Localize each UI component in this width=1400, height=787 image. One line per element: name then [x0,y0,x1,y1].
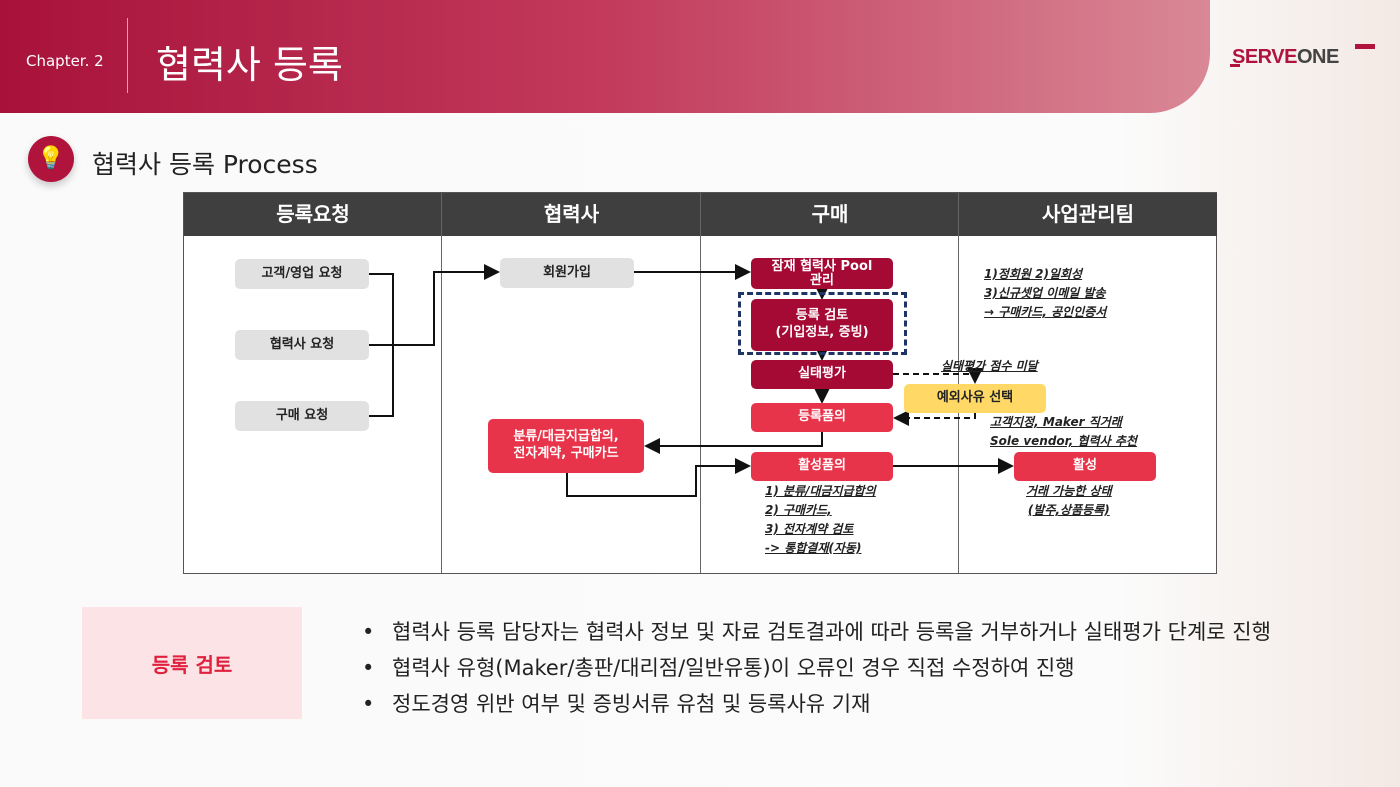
chapter-label: Chapter. 2 [26,52,104,70]
column-divider [700,193,701,573]
review-box: 등록 검토 (기입정보, 증빙) [751,299,893,351]
score-note: 실태평가 점수 미달 [941,359,1038,373]
page-title: 협력사 등록 [156,43,343,87]
review-highlight [738,292,907,355]
active-state-note: 거래 가능한 상태(발주,상품등록) [1026,484,1112,517]
column-header: 사업관리팀 [959,193,1217,236]
bullet-item: 협력사 등록 담당자는 협력사 정보 및 자료 검토결과에 따라 등록을 거부하… [362,617,1322,647]
column-divider [958,193,959,573]
header-banner: Chapter. 2 협력사 등록 [0,0,1210,113]
bullet-item: 협력사 유형(Maker/총판/대리점/일반유통)이 오류인 경우 직접 수정하… [362,653,1322,683]
header-divider [127,18,128,93]
column-header: 협력사 [442,193,701,236]
signup-box: 회원가입 [500,258,634,288]
logo-accent-under [1230,64,1240,67]
lightbulb-icon: 💡 [28,136,74,182]
purchase-request-box: 구매 요청 [235,401,369,431]
process-table: 등록요청 협력사 구매 사업관리팀 [183,192,1217,574]
customer-request-box: 고객/영업 요청 [235,259,369,289]
active-box: 활성 [1014,452,1156,481]
bullet-item: 정도경영 위반 여부 및 증빙서류 유첨 및 등록사유 기재 [362,689,1322,719]
partner-request-box: 협력사 요청 [235,330,369,360]
activation-approval-box: 활성품의 [751,452,893,481]
detail-label: 등록 검토 [82,607,302,719]
pool-box: 잠재 협력사 Pool 관리 [751,258,893,289]
column-header: 등록요청 [184,193,442,236]
column-divider [441,193,442,573]
section-title: 협력사 등록 Process [92,150,318,179]
serveone-logo: SERVEONE [1232,46,1339,68]
evaluation-box: 실태평가 [751,360,893,389]
logo-accent [1355,44,1375,49]
column-header: 구매 [701,193,959,236]
exception-box: 예외사유 선택 [904,384,1046,413]
detail-bullets: 협력사 등록 담당자는 협력사 정보 및 자료 검토결과에 따라 등록을 거부하… [362,617,1322,725]
registration-approval-box: 등록품의 [751,403,893,432]
contract-box: 분류/대금지급합의, 전자계약, 구매카드 [488,419,644,473]
